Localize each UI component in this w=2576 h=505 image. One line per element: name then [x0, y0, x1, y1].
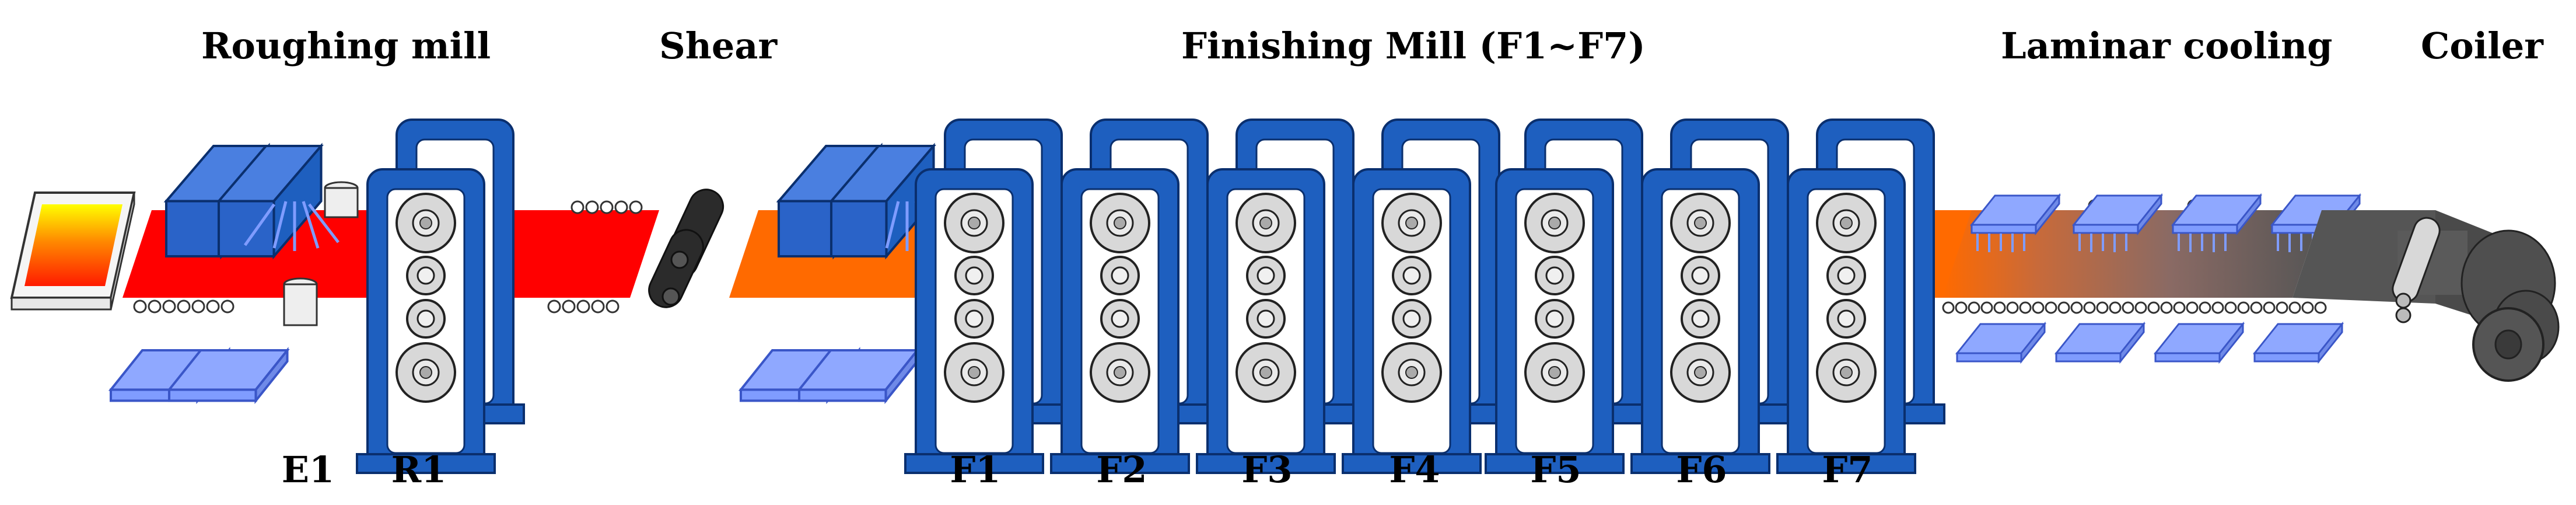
section-title-roughing-mill: Roughing mill [201, 25, 491, 67]
finishing-stand-f1 [904, 119, 1073, 474]
stand-label-f1: F1 [950, 448, 1001, 491]
section-title-coiler: Coiler [2421, 25, 2543, 67]
stand-label-e1: E1 [281, 448, 335, 491]
section-title-shear: Shear [659, 25, 778, 67]
stand-label-f4: F4 [1389, 448, 1440, 491]
slab [10, 191, 136, 311]
stand-label-f2: F2 [1096, 448, 1147, 491]
laminar-cooling-headers [1956, 194, 2361, 363]
shear [648, 189, 724, 308]
finishing-stand-f2 [1050, 119, 1219, 474]
stand-label-f7: F7 [1822, 448, 1873, 491]
table-rollers-roughing [133, 200, 643, 314]
roughing-stand-r1 [356, 119, 525, 474]
stand-label-r1: R1 [391, 448, 447, 491]
finishing-stand-f6 [1630, 119, 1800, 474]
edger-e1 [111, 146, 359, 400]
stand-label-f3: F3 [1241, 448, 1293, 491]
coiler [2292, 210, 2560, 382]
stand-label-f6: F6 [1676, 448, 1727, 491]
finishing-stand-f7 [1776, 119, 1945, 474]
finishing-stand-f4 [1342, 119, 1511, 474]
stand-label-f5: F5 [1530, 448, 1581, 491]
section-title-laminar-cooling: Laminar cooling [2001, 25, 2333, 67]
section-title-finishing-mill: Finishing Mill (F1~F7) [1181, 25, 1646, 67]
finishing-stand-f5 [1485, 119, 1654, 474]
finishing-stand-f3 [1196, 119, 1365, 474]
